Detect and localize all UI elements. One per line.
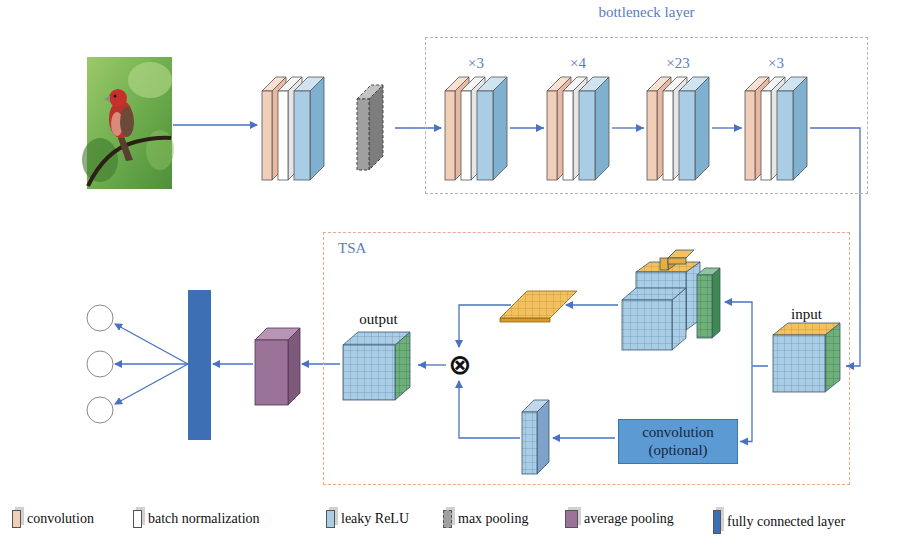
legend-item: average pooling <box>565 510 674 528</box>
arrowhead <box>536 124 544 132</box>
average-pooling-block <box>255 328 300 405</box>
cube-label: output <box>359 311 397 328</box>
legend-item: batch normalization <box>133 510 260 528</box>
multiply-symbol: ⊗ <box>448 351 471 379</box>
legend-item: convolution <box>12 510 94 528</box>
fully-connected-bar <box>188 290 211 440</box>
feature-slice <box>522 400 549 474</box>
dashed-frame <box>425 37 868 194</box>
output-neurons <box>87 305 113 423</box>
legend-label: max pooling <box>458 511 528 527</box>
arrowhead <box>740 438 748 446</box>
legend-label: convolution <box>27 511 94 527</box>
connector <box>810 128 860 370</box>
repeat-count: ×3 <box>768 55 784 72</box>
flow-arrows <box>115 125 752 438</box>
connector-line <box>810 128 860 366</box>
legend-swatch <box>443 510 452 528</box>
legend-swatch <box>12 510 21 528</box>
legend-swatch <box>713 510 721 534</box>
repeat-count: ×23 <box>666 55 689 72</box>
tsa-region: TSA input convolution (optional) ⊗ output <box>323 232 850 485</box>
legend-swatch <box>565 510 578 528</box>
input-cube <box>773 323 840 392</box>
legend-label: fully connected layer <box>727 514 845 530</box>
repeat-count: ×4 <box>570 55 586 72</box>
cube-label: input <box>791 306 822 323</box>
multiply-node: ⊗ <box>447 350 473 380</box>
connector <box>418 361 446 369</box>
stage-block: ×3 <box>743 55 809 185</box>
stage-block: ×4 <box>545 55 611 185</box>
connector <box>712 124 742 132</box>
arrowhead <box>636 124 644 132</box>
connector <box>510 124 544 132</box>
legend-swatch <box>326 510 335 528</box>
connector <box>612 124 644 132</box>
repeat-count: ×3 <box>468 55 484 72</box>
max-pooling-block <box>357 85 383 170</box>
box-label: convolution (optional) <box>627 424 729 459</box>
legend-label: leaky ReLU <box>341 511 409 527</box>
legend-item: fully connected layer <box>713 510 845 534</box>
legend-item: max pooling <box>443 510 528 528</box>
legend-label: average pooling <box>584 511 674 527</box>
feature-cube: output <box>341 311 416 403</box>
attention-map-plane <box>500 291 577 322</box>
conv-blocks <box>262 77 807 180</box>
arrowhead <box>734 124 742 132</box>
connector-line <box>740 366 768 442</box>
arrowhead <box>846 362 854 370</box>
output-cube <box>343 332 410 400</box>
attention-branch <box>622 250 720 350</box>
bird-photo <box>82 57 174 189</box>
region-title: TSA <box>338 240 366 256</box>
region-title: bottleneck layer <box>598 4 694 21</box>
bottleneck-region: bottleneck layer ×3 ×4 ×23 ×3 <box>425 4 868 194</box>
legend-item: leaky ReLU <box>326 510 409 528</box>
legend-swatch <box>133 510 142 528</box>
stage-block: ×3 <box>443 55 509 185</box>
stage-block: ×23 <box>645 55 711 185</box>
process-box: convolution (optional) <box>618 419 738 464</box>
connector <box>740 366 768 446</box>
feature-cube: input <box>769 306 844 396</box>
arrowhead <box>418 361 426 369</box>
legend-label: batch normalization <box>148 511 260 527</box>
